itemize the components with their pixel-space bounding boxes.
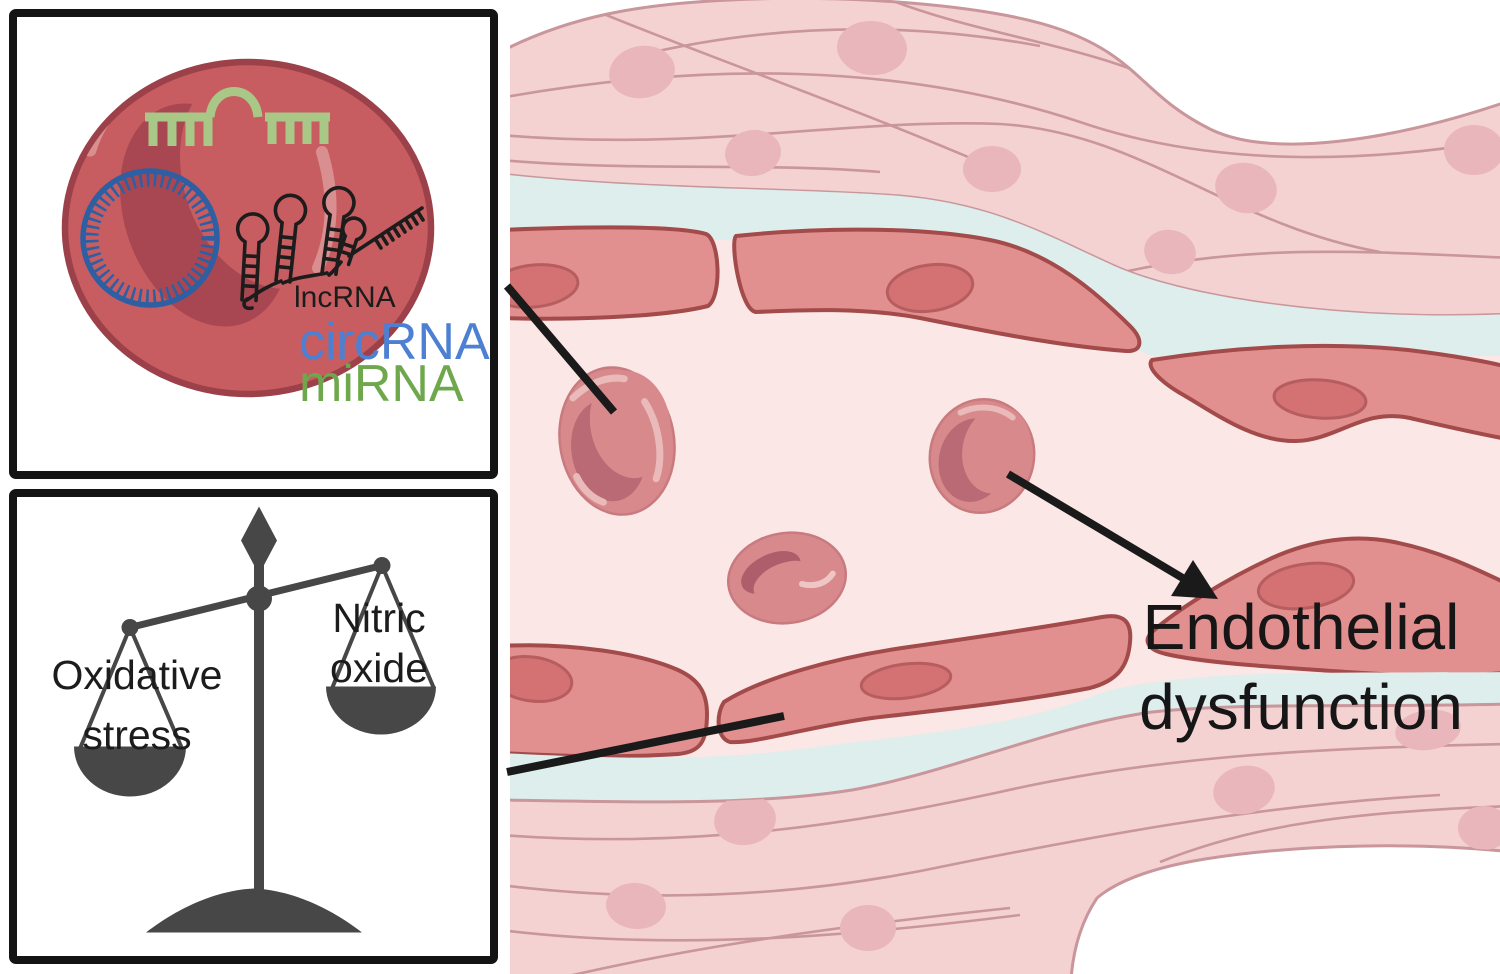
nitric-oxide-label: Nitric oxide (329, 595, 428, 691)
balance-panel (9, 489, 498, 964)
endothelial-nuclei-bottom (510, 561, 1356, 703)
oxidative-stress-label: Oxidative stress (51, 652, 223, 758)
mirna-structure-icon (145, 87, 330, 146)
scale-pan-right (326, 686, 436, 735)
scale-pan-left (74, 746, 186, 797)
blood-vessel-illustration (510, 0, 1500, 974)
smooth-muscle-layer-top (510, 0, 1500, 317)
rna-cell-graphic (61, 58, 435, 398)
mirna-label: miRNA (299, 355, 464, 413)
basement-membrane-top (510, 175, 1500, 358)
scale-finial (241, 506, 277, 575)
circrna-label: circRNA (299, 313, 490, 371)
smooth-muscle-nuclei (606, 709, 1500, 951)
lncrna-structure-icon (235, 185, 425, 311)
scale-string (380, 564, 436, 690)
scale-string (330, 564, 384, 690)
circrna-structure-icon (80, 168, 220, 308)
scale-beam (129, 562, 383, 631)
smooth-muscle-layer-bottom (510, 702, 1500, 974)
red-blood-cell (726, 531, 848, 625)
endothelial-cell-swollen (1145, 536, 1500, 678)
scale-string (128, 626, 184, 750)
smooth-muscle-nuclei (609, 20, 1500, 275)
scale-post (254, 560, 264, 909)
scale-base (146, 888, 362, 933)
rna-panel (9, 9, 498, 479)
balance-scale-icon (74, 506, 436, 933)
endothelial-dysfunction-label: Endothelial dysfunction (1139, 591, 1463, 743)
lncrna-label: lncRNA (294, 281, 396, 314)
scale-string (78, 626, 132, 750)
